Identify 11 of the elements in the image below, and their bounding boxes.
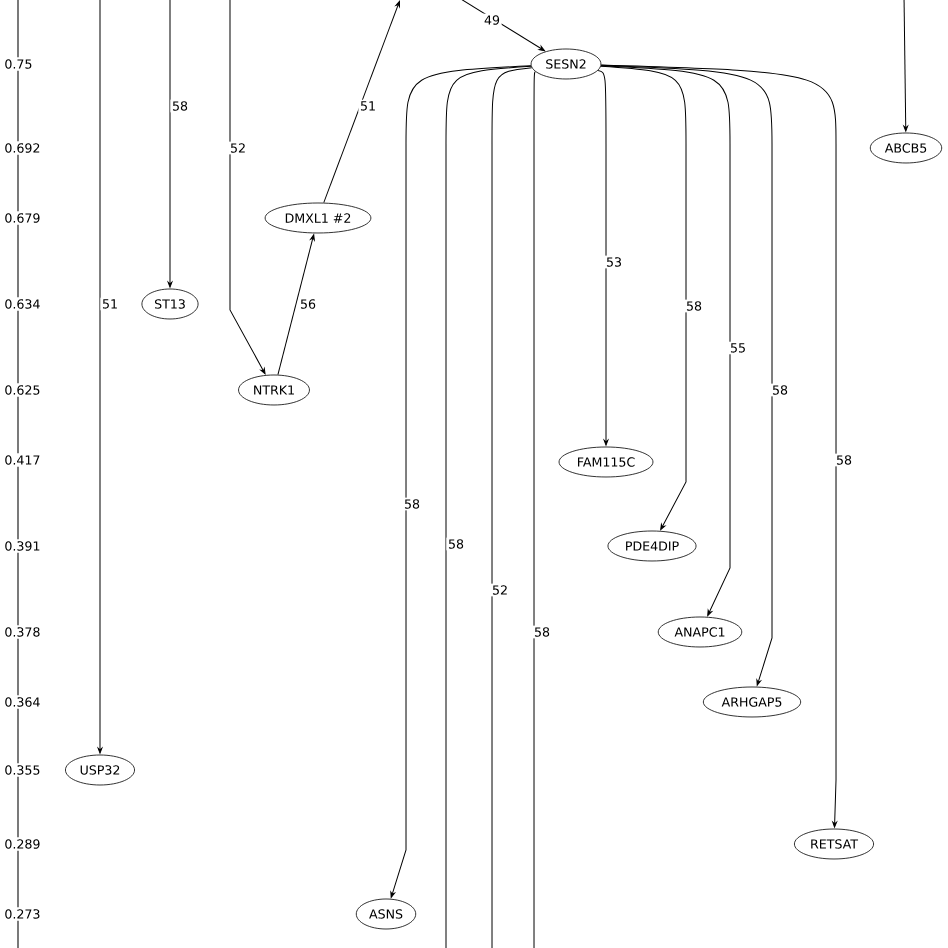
arrow [97, 0, 103, 754]
arrow [229, 0, 266, 375]
arrow [597, 69, 609, 446]
arrow [600, 65, 731, 617]
arrow [600, 65, 687, 531]
arrow [390, 65, 532, 898]
arrow [600, 64, 838, 828]
arrow [903, 0, 909, 132]
arrow [323, 0, 400, 204]
arrow [167, 0, 173, 288]
arrow [277, 234, 315, 376]
